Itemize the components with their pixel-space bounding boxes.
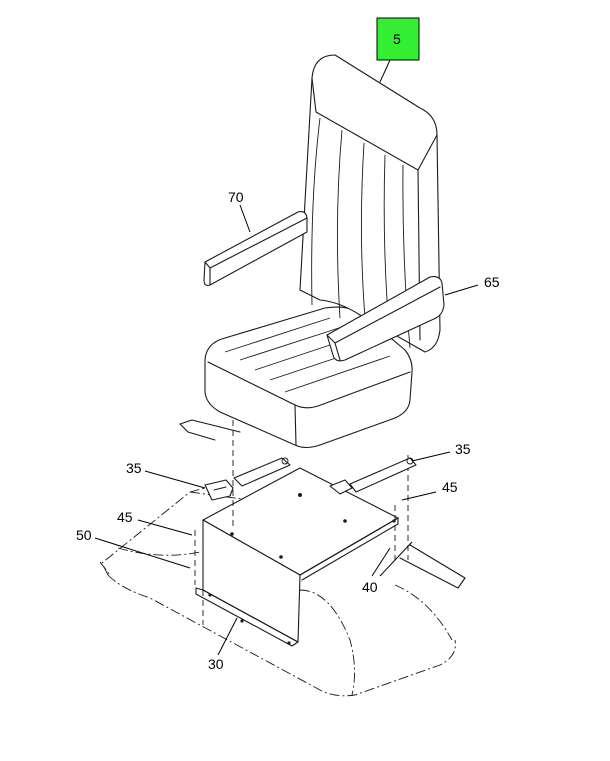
callout-30: 30 [208,656,224,672]
callout-70: 70 [228,189,244,205]
mounting-hole [343,519,347,523]
mounting-hole [298,493,302,497]
seat-belt-left [204,457,291,501]
armrest-right [326,276,445,362]
callout-45-right: 45 [442,479,458,495]
center-lines [194,410,409,625]
callout-50: 50 [76,527,92,543]
armrest-left [203,211,308,286]
callout-65: 65 [484,274,500,290]
callout-45-left: 45 [117,509,133,525]
mounting-hole [240,619,244,623]
mounting-hole [287,641,291,645]
seat-riser [195,467,399,647]
mounting-hole [208,593,212,597]
leader-lines [94,59,479,656]
seat-belt-right [329,457,417,495]
floor-strap [179,419,466,589]
callout-5-highlight [376,17,420,61]
callout-35-right: 35 [455,441,471,457]
callout-40: 40 [362,579,378,595]
mounting-hole [279,555,283,559]
callout-35-left: 35 [126,460,142,476]
mounting-hole [230,532,234,536]
callout-5: 5 [393,31,401,47]
